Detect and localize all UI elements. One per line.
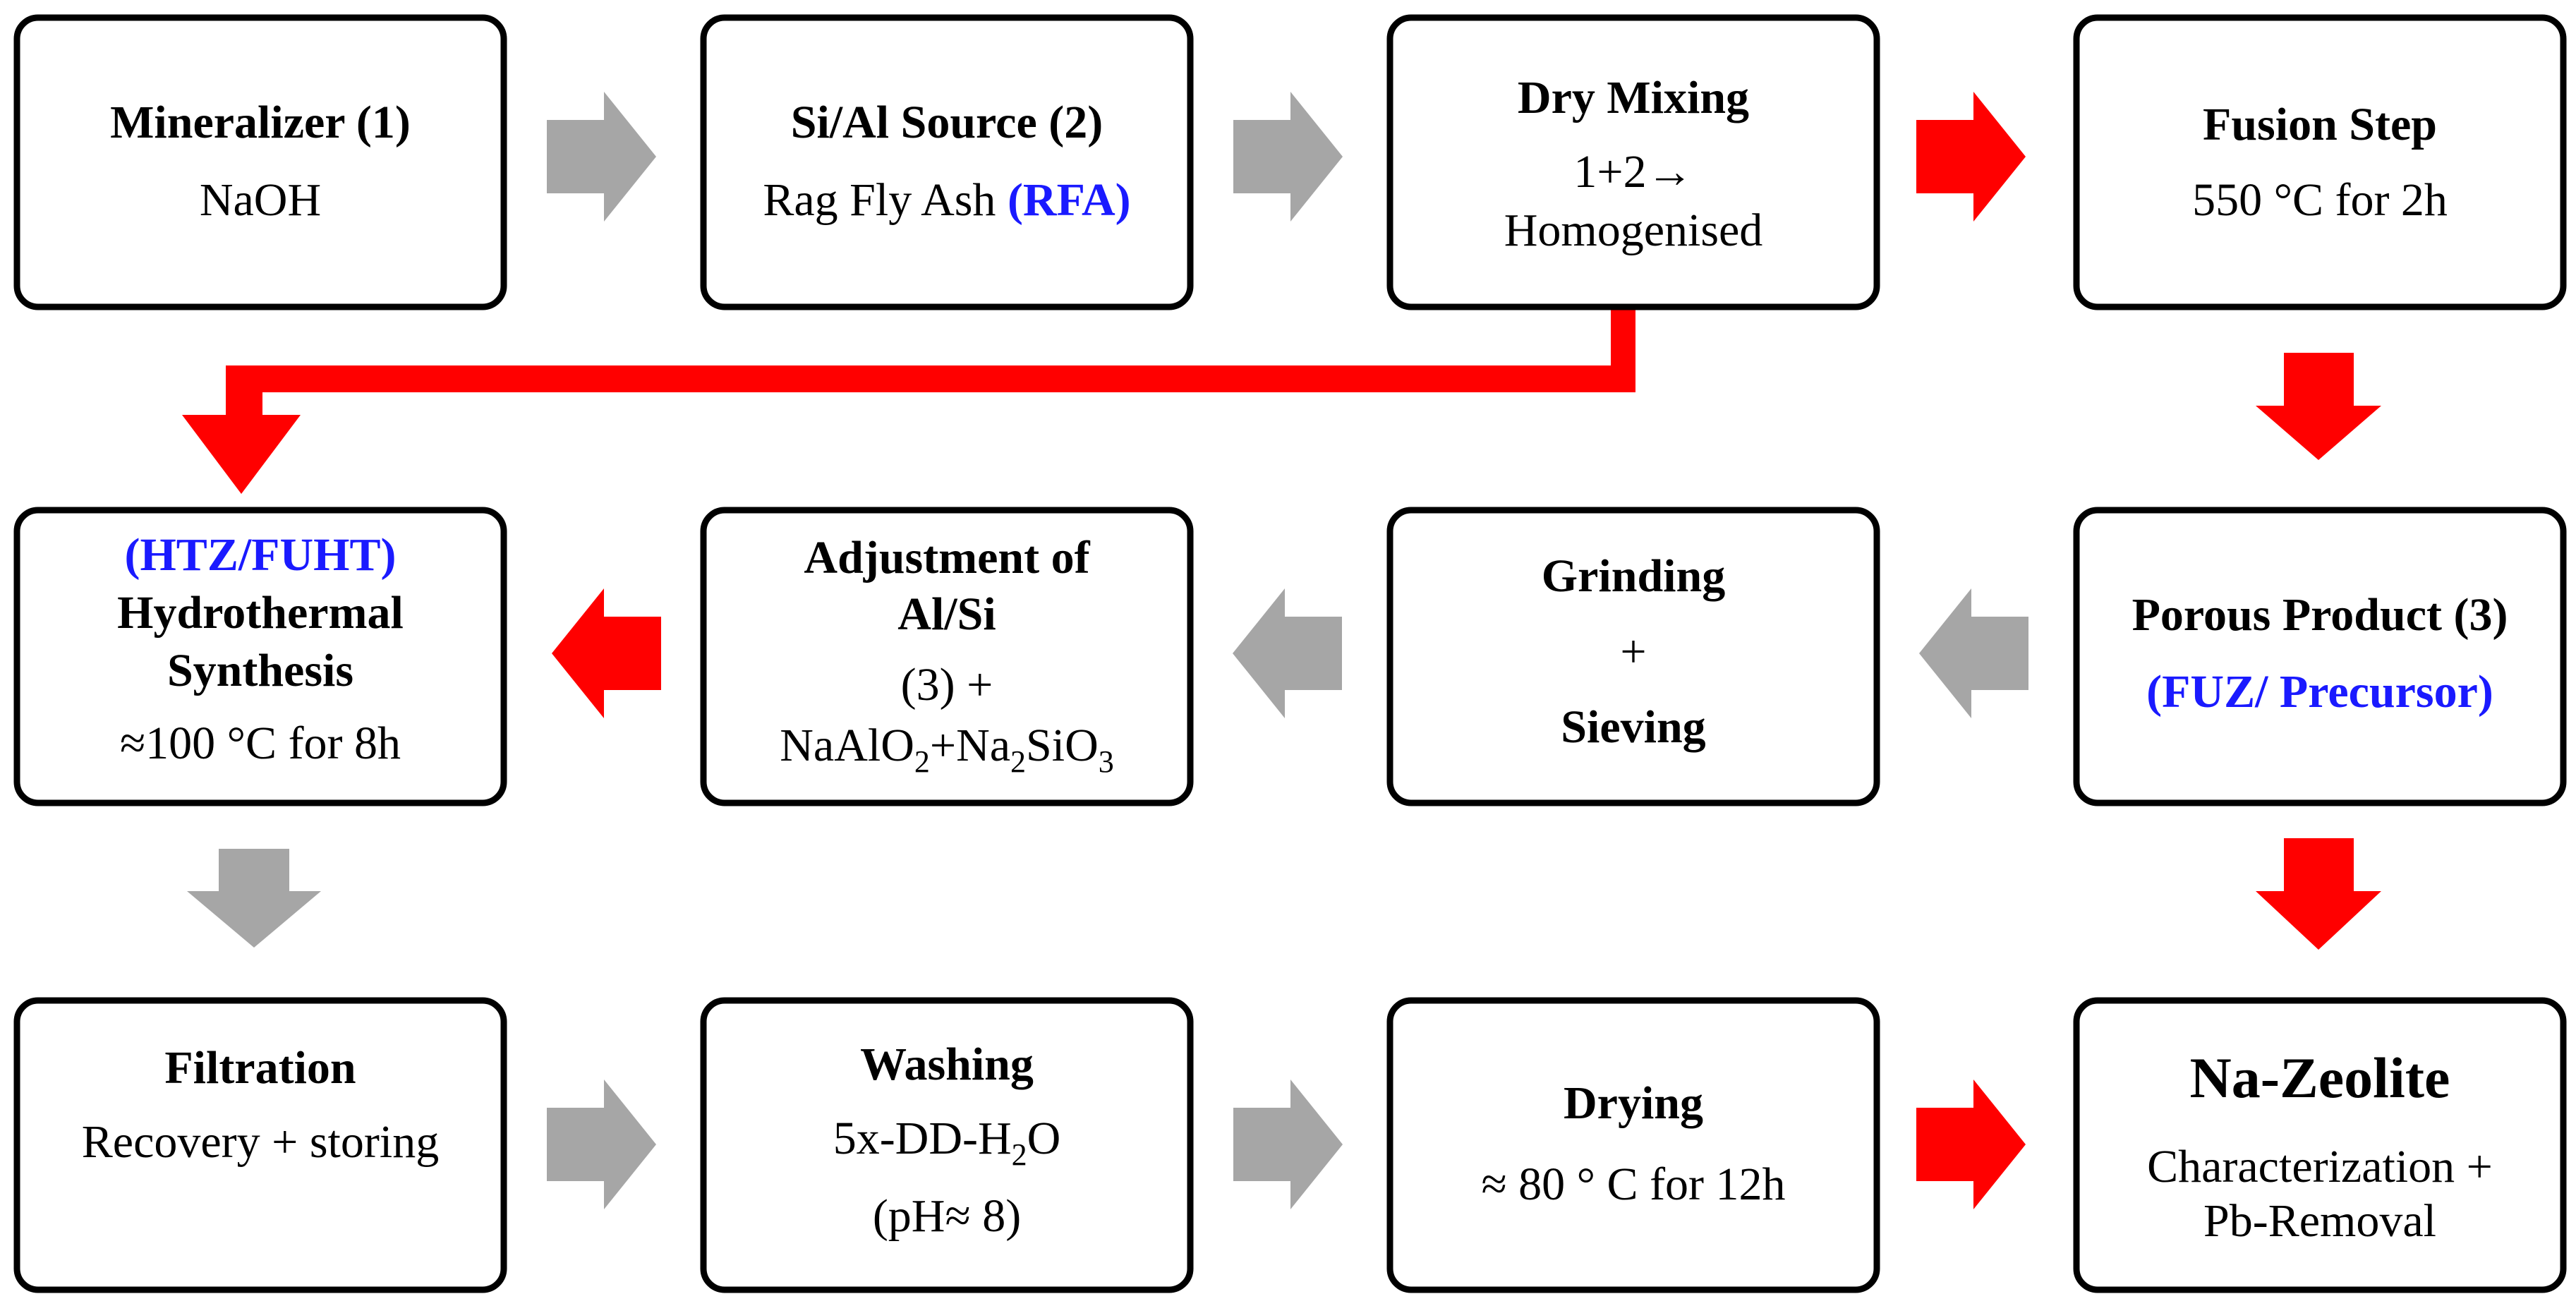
box-filtration: Filtration Recovery + storing bbox=[13, 997, 507, 1293]
arrow-fusion-to-porous bbox=[2256, 353, 2381, 460]
mineralizer-detail: NaOH bbox=[200, 174, 321, 226]
na-zeolite-line1: Characterization + bbox=[2147, 1141, 2493, 1192]
porous-product-highlight: (FUZ/ Precursor) bbox=[2146, 666, 2493, 718]
box-porous-product: Porous Product (3) (FUZ/ Precursor) bbox=[2073, 507, 2567, 806]
dry-mixing-line1: 1+2→ bbox=[1573, 146, 1693, 198]
si-al-source-title: Si/Al Source (2) bbox=[791, 97, 1103, 148]
dry-mixing-line2: Homogenised bbox=[1504, 205, 1763, 256]
box-washing: Washing 5x-DD-H2O (pH≈ 8) bbox=[700, 997, 1194, 1293]
box-drying: Drying ≈ 80 ° C for 12h bbox=[1386, 997, 1880, 1293]
arrow-porous-to-zeolite bbox=[2256, 838, 2381, 950]
washing-title: Washing bbox=[860, 1039, 1034, 1090]
arrow-source-to-mixing bbox=[1233, 92, 1343, 222]
sieving-title: Sieving bbox=[1561, 701, 1705, 753]
box-si-al-source: Si/Al Source (2) Rag Fly Ash (RFA) bbox=[700, 14, 1194, 310]
box-grinding-sieving: Grinding + Sieving bbox=[1386, 507, 1880, 806]
fusion-step-detail: 550 °C for 2h bbox=[2192, 174, 2448, 226]
arrow-hydrothermal-to-filtration bbox=[187, 849, 321, 948]
filtration-title: Filtration bbox=[164, 1042, 356, 1094]
arrow-mixing-to-fusion bbox=[1916, 92, 2026, 222]
grinding-plus: + bbox=[1620, 626, 1646, 677]
hydrothermal-title1: Hydrothermal bbox=[117, 587, 404, 639]
na-zeolite-title: Na-Zeolite bbox=[2190, 1046, 2450, 1110]
rfa-highlight: (RFA) bbox=[1008, 174, 1131, 226]
box-mineralizer: Mineralizer (1) NaOH bbox=[13, 14, 507, 310]
porous-product-title: Porous Product (3) bbox=[2132, 589, 2508, 641]
box-na-zeolite: Na-Zeolite Characterization + Pb-Removal bbox=[2073, 997, 2567, 1293]
adjustment-line1: (3) + bbox=[901, 659, 993, 711]
washing-formula: 5x-DD-H2O bbox=[833, 1113, 1061, 1172]
hydrothermal-title2: Synthesis bbox=[167, 645, 353, 696]
arrow-grinding-to-adjustment bbox=[1233, 588, 1342, 718]
arrow-mixing-to-hydrothermal bbox=[182, 308, 1635, 494]
mineralizer-title: Mineralizer (1) bbox=[110, 97, 411, 148]
arrow-drying-to-zeolite bbox=[1916, 1080, 2026, 1209]
hydrothermal-highlight: (HTZ/FUHT) bbox=[124, 529, 396, 581]
filtration-detail: Recovery + storing bbox=[82, 1116, 439, 1168]
box-dry-mixing: Dry Mixing 1+2→ Homogenised bbox=[1386, 14, 1880, 310]
grinding-title: Grinding bbox=[1542, 550, 1725, 602]
drying-detail: ≈ 80 ° C for 12h bbox=[1481, 1159, 1785, 1210]
arrow-filtration-to-washing bbox=[547, 1080, 656, 1209]
adjustment-title1: Adjustment of bbox=[804, 532, 1090, 584]
arrow-porous-to-grinding bbox=[1919, 588, 2028, 718]
box-adjustment-al-si: Adjustment of Al/Si (3) + NaAlO2+Na2SiO3 bbox=[700, 507, 1194, 806]
si-al-source-detail: Rag Fly Ash (RFA) bbox=[763, 174, 1130, 226]
arrow-washing-to-drying bbox=[1233, 1080, 1343, 1209]
adjustment-formula: NaAlO2+Na2SiO3 bbox=[780, 720, 1114, 779]
washing-ph: (pH≈ 8) bbox=[873, 1190, 1021, 1242]
arrow-adjustment-to-hydrothermal bbox=[552, 588, 661, 718]
dry-mixing-title: Dry Mixing bbox=[1518, 72, 1749, 123]
arrow-mineralizer-to-source bbox=[547, 92, 656, 222]
na-zeolite-line2: Pb-Removal bbox=[2203, 1195, 2436, 1247]
hydrothermal-detail: ≈100 °C for 8h bbox=[120, 718, 401, 769]
fusion-step-title: Fusion Step bbox=[2203, 99, 2437, 150]
box-hydrothermal-synthesis: (HTZ/FUHT) Hydrothermal Synthesis ≈100 °… bbox=[13, 507, 507, 806]
adjustment-title2: Al/Si bbox=[897, 588, 996, 640]
drying-title: Drying bbox=[1564, 1077, 1703, 1129]
box-fusion-step: Fusion Step 550 °C for 2h bbox=[2073, 14, 2567, 310]
